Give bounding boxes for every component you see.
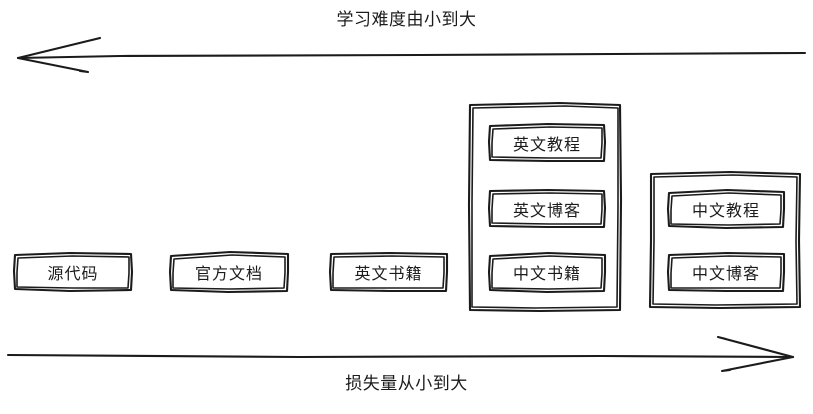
node-english-tutorials[interactable]: 英文教程 bbox=[489, 124, 605, 161]
node-label: 英文书籍 bbox=[354, 266, 423, 283]
node-official-docs[interactable]: 官方文档 bbox=[170, 253, 288, 291]
node-label: 中文教程 bbox=[691, 202, 760, 220]
node-label: 中文博客 bbox=[691, 266, 760, 283]
top-axis-arrow bbox=[16, 36, 807, 74]
node-label: 官方文档 bbox=[194, 266, 263, 283]
node-label: 英文教程 bbox=[512, 136, 581, 154]
top-axis-label: 学习难度由小到大 bbox=[336, 10, 477, 29]
node-chinese-books[interactable]: 中文书籍 bbox=[489, 253, 605, 291]
node-chinese-blogs[interactable]: 中文博客 bbox=[668, 253, 784, 291]
node-english-blogs[interactable]: 英文博客 bbox=[489, 190, 605, 227]
node-chinese-tutorials[interactable]: 中文教程 bbox=[668, 190, 784, 227]
node-label: 源代码 bbox=[47, 266, 99, 283]
node-label: 中文书籍 bbox=[512, 266, 581, 283]
node-label: 英文博客 bbox=[512, 202, 581, 220]
bottom-axis-label: 损失量从小到大 bbox=[345, 374, 468, 393]
bottom-axis-arrow bbox=[6, 335, 795, 373]
node-english-books[interactable]: 英文书籍 bbox=[330, 253, 447, 291]
node-source-code[interactable]: 源代码 bbox=[14, 253, 132, 291]
